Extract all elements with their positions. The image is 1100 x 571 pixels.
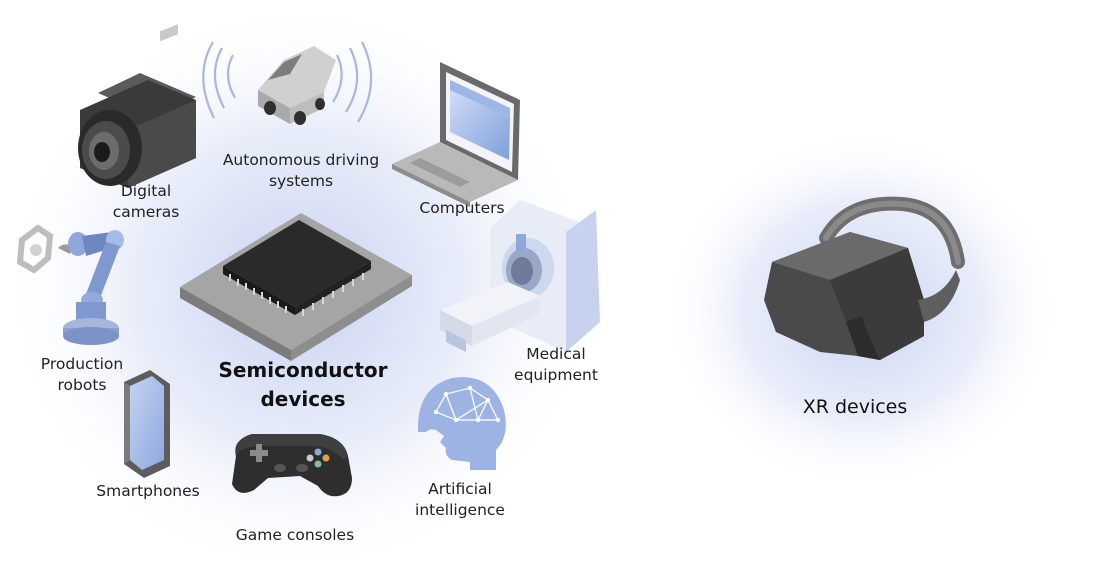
robot-arm-icon [16,224,124,345]
smartphones-label: Smartphones [96,482,200,500]
autonomous-driving-label: Autonomous driving systems [222,151,380,190]
chip-icon [180,213,412,361]
semiconductor-devices-title: Semiconductor devices [218,358,388,411]
mri-scanner-icon [440,200,600,352]
camera-icon [78,24,196,188]
production-robots-label: Production robots [40,355,124,394]
computers-label: Computers [419,199,505,217]
vr-headset-icon [764,196,965,360]
game-consoles-label: Game consoles [235,526,355,544]
car-icon [202,41,373,125]
digital-cameras-label: Digital cameras [112,182,180,221]
medical-equipment-label: Medical equipment [514,345,598,384]
laptop-icon [392,62,520,207]
xr-devices-label: XR devices [802,396,908,418]
smartphone-icon [124,370,170,478]
artificial-intelligence-label: Artificial intelligence [415,480,505,519]
gamepad-icon [232,434,352,497]
ai-head-icon [417,377,506,470]
